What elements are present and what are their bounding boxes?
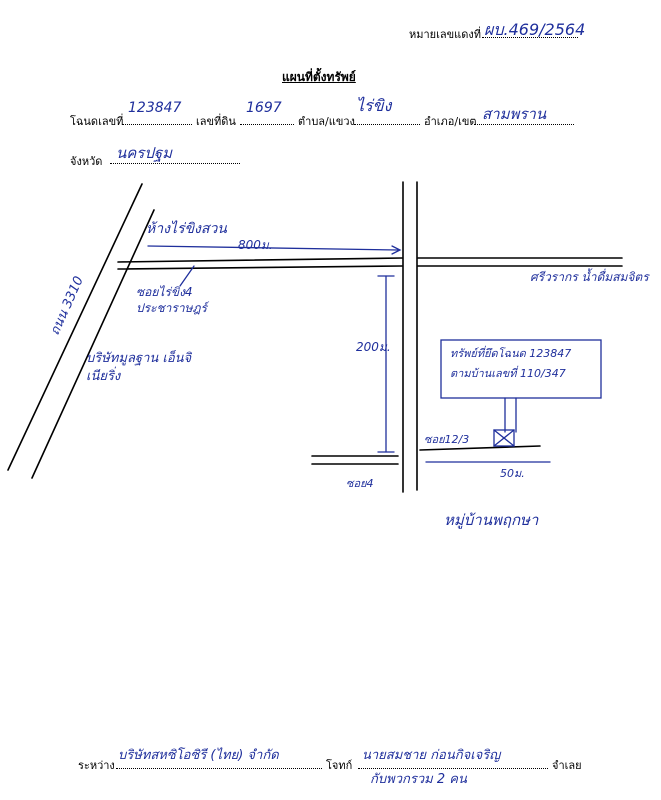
top-distance-label: 800ม. [238, 238, 273, 252]
soi-4-label: ซอย4 [346, 477, 374, 490]
diagonal-road-right-edge [31, 209, 155, 479]
land-label: เลขที่ดิน [196, 115, 236, 128]
defendant-extra: กับพวกรวม 2 คน [370, 772, 467, 787]
property-info-box [440, 339, 602, 399]
village-label: หมู่บ้านพฤกษา [444, 511, 539, 529]
province-line [110, 163, 240, 164]
top-road-shop-label: ห้างไร่ขิงสวน [146, 221, 227, 237]
page-title: แผนที่ตั้งทรัพย์ [282, 70, 356, 84]
district-label: อำเภอ/เขต [424, 115, 477, 128]
bottom-road-right-upper [419, 445, 541, 451]
defendant-line [358, 768, 548, 769]
top-road-upper-edge [117, 257, 403, 263]
district-value: สามพราน [482, 105, 547, 123]
red-number-line [482, 37, 578, 38]
between-label: ระหว่าง [78, 759, 115, 772]
plaintiff-role-label: โจทก์ [326, 759, 353, 772]
plaintiff-line [116, 768, 322, 769]
province-value: นครปฐม [116, 144, 173, 162]
land-line [240, 124, 294, 125]
red-number-label: หมายเลขแดงที่ [409, 28, 481, 41]
defendant-name: นายสมชาย ก่อนกิจเจริญ [362, 748, 501, 763]
bottom-distance-label: 50ม. [500, 467, 525, 480]
deed-line [122, 124, 192, 125]
red-number-value: ผบ.469/2564 [484, 20, 586, 39]
subdistrict-value: ไร่ขิง [356, 96, 392, 115]
right-shop-label: ศรีวรากร น้ำดื่มสมจิตร [530, 270, 649, 284]
soi-label: ซอยไร่ขิง4 ประชาราษฎร์ [136, 285, 207, 315]
company-label: บริษัทมูลฐาน เอ็นจิเนียริ่ง [86, 351, 192, 384]
district-line [474, 124, 574, 125]
land-value: 1697 [246, 100, 282, 116]
top-road-lower-edge [117, 265, 403, 270]
subdistrict-label: ตำบล/แขวง [298, 115, 355, 128]
top-dimension-line [147, 245, 399, 251]
property-box-line2: ตามบ้านเลขที่ 110/347 [450, 367, 566, 380]
subdistrict-line [354, 124, 420, 125]
diagonal-road-left-edge [7, 183, 143, 471]
property-box-line1: ทรัพย์ที่ยึดโฉนด 123847 [450, 347, 572, 360]
soi-arrow-line [179, 265, 195, 287]
deed-value: 123847 [128, 100, 182, 116]
property-marker [493, 429, 515, 447]
soi-12-3-label: ซอย12/3 [424, 433, 470, 446]
plaintiff-name: บริษัทสหซิโอซิรี (ไทย) จำกัด [118, 748, 279, 763]
property-marker-cross-2 [493, 429, 515, 447]
province-label: จังหวัด [70, 155, 103, 168]
defendant-role-label: จำเลย [552, 759, 582, 772]
top-dimension-arrowhead [391, 245, 402, 255]
vertical-distance-label: 200ม. [356, 340, 391, 354]
deed-label: โฉนดเลขที่ [70, 115, 124, 128]
